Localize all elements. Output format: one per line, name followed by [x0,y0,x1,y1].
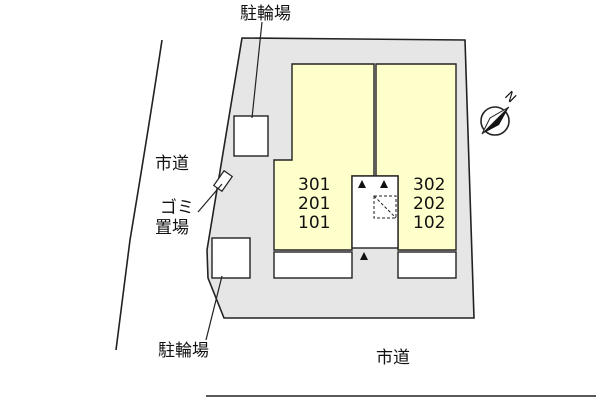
entrance-marker-1 [358,180,366,188]
label-garbage-line1: ゴミ [160,198,194,218]
label-bicycle-parking-north: 駐輪場 [240,4,291,24]
unit-list-west: 301 201 101 [298,176,330,233]
unit-number: 302 [413,175,446,195]
leader-bicycle-south [205,275,223,341]
leader-garbage [197,183,223,213]
unit-list-east: 302 202 102 [413,176,445,233]
unit-number: 301 [298,175,331,195]
label-city-road-west: 市道 [155,154,189,174]
label-city-road-south: 市道 [376,348,410,368]
unit-number: 102 [413,213,446,233]
entrance-marker-3 [360,252,368,260]
building-west [273,63,375,251]
label-bicycle-parking-south: 駐輪場 [158,341,209,361]
unit-number: 202 [413,194,446,214]
bicycle-parking-south [211,237,251,279]
unit-number: 201 [298,194,331,214]
bicycle-parking-north [233,115,269,157]
road-edge-west [115,39,163,351]
strip-east [397,251,457,279]
compass-icon [480,106,510,136]
unit-number: 101 [298,213,331,233]
entrance-marker-2 [380,180,388,188]
strip-west [273,251,353,279]
label-garbage-line2: 置場 [155,218,189,238]
stair-dashed-outline [373,195,397,219]
leader-bicycle-north [251,21,263,119]
